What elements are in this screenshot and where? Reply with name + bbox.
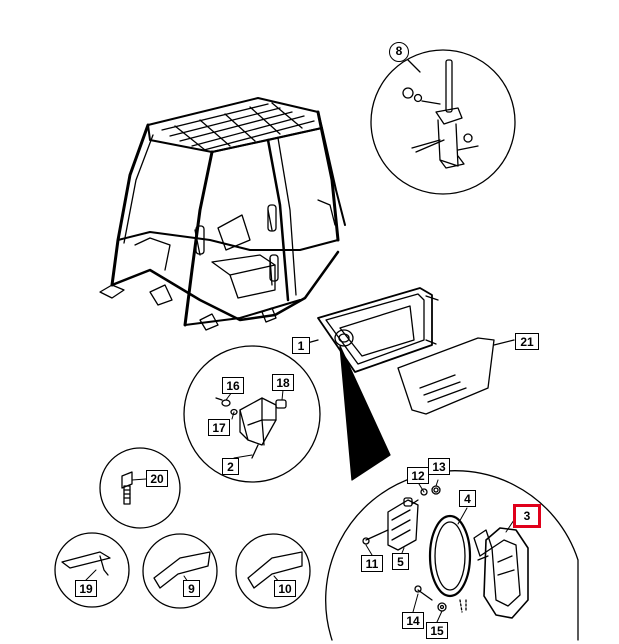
callout-15[interactable]: 15 (426, 622, 448, 639)
callout-19[interactable]: 19 (75, 580, 97, 597)
bracket-detail-drawing (183, 345, 321, 483)
callout-12[interactable]: 12 (407, 467, 429, 484)
callout-5[interactable]: 5 (392, 553, 409, 570)
seal-detail-drawings (54, 532, 311, 609)
callout-14[interactable]: 14 (402, 612, 424, 629)
callout-16[interactable]: 16 (222, 377, 244, 394)
callout-20[interactable]: 20 (146, 470, 168, 487)
callout-21[interactable]: 21 (515, 333, 539, 350)
cab-frame-drawing (99, 97, 346, 331)
callout-17[interactable]: 17 (208, 419, 230, 436)
callout-9[interactable]: 9 (183, 580, 200, 597)
callout-18[interactable]: 18 (272, 374, 294, 391)
callout-4[interactable]: 4 (459, 490, 476, 507)
callout-3-highlighted[interactable]: 3 (513, 504, 541, 528)
hinge-detail-drawing (370, 49, 516, 195)
callout-1[interactable]: 1 (292, 337, 310, 354)
leader-lines (85, 389, 515, 623)
window-drawing (299, 287, 515, 415)
callout-11[interactable]: 11 (361, 555, 383, 572)
callout-13[interactable]: 13 (428, 458, 450, 475)
callout-2[interactable]: 2 (222, 458, 239, 475)
bolt-detail-drawing (99, 447, 181, 529)
handle-detail-drawing (325, 470, 579, 641)
callout-8[interactable]: 8 (389, 42, 409, 62)
detail-leader (339, 345, 391, 481)
callout-10[interactable]: 10 (274, 580, 296, 597)
